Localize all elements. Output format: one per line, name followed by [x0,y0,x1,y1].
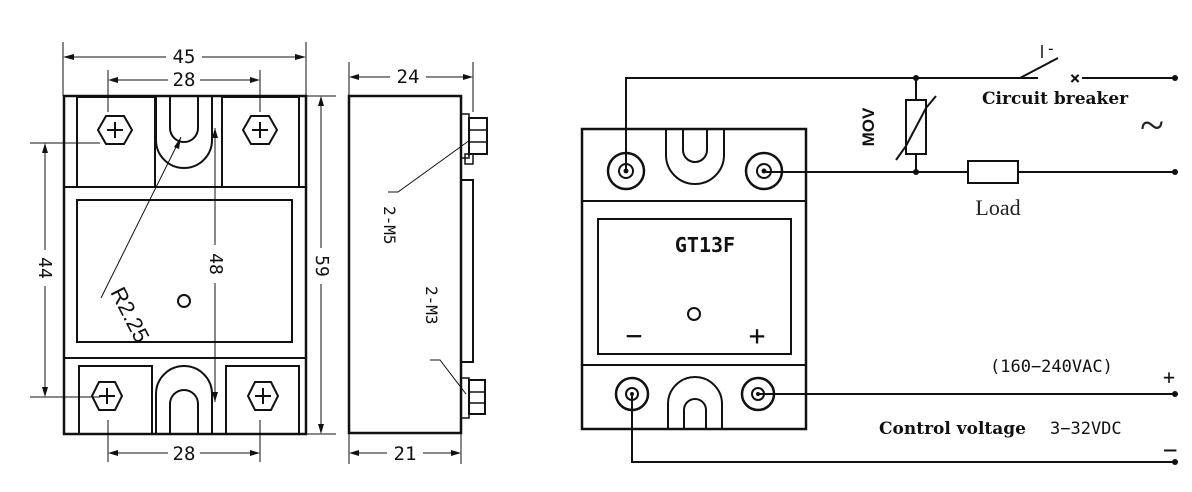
label-panel [76,199,293,343]
screw-bottom-left-icon [90,381,124,411]
terminal-block-top-left [76,96,156,188]
screw-m5-label: 2-M5 [380,206,399,245]
model-label: GT13F [675,233,735,257]
ac-symbol: ~ [1140,101,1164,150]
load-label: Load [975,195,1020,220]
side-screw-top-icon [460,113,488,165]
dim-height-44: 44 [30,142,100,398]
breaker-label: Circuit breaker [982,89,1129,109]
dim-hole-spacing-48: 48 [205,128,227,402]
screw-top-left-icon [96,115,134,145]
mounting-slot-top-icon [155,97,213,169]
wiring-relay-body [580,127,808,431]
dim-side-bottom-label: 21 [394,443,417,465]
led-indicator-icon [177,294,191,308]
control-voltage-label: Control voltage [879,419,1026,439]
load-resistor-icon [967,160,1019,184]
breaker-open-mark: × [1070,68,1081,89]
dim-width-label: 45 [173,46,196,68]
wire-control-minus [631,394,1175,463]
mounting-slot-bottom-icon [155,365,213,434]
screw-top-right-icon [241,115,279,145]
front-view: 45 28 [30,42,336,465]
side-screw-bottom-icon [460,377,486,419]
dim-total-height-59: 59 [306,95,336,435]
mov-label: MOV [859,107,878,146]
dim-width-45: 45 [62,42,307,96]
panel-minus-label: − [626,319,643,352]
input-plus-label: + [1163,365,1175,389]
side-body-outline [347,94,463,435]
callout-m3: 2-M3 [422,286,467,395]
wiring-slot-top-icon [665,129,725,185]
dim-height-label: 44 [34,257,55,279]
wiring-slot-bottom-icon [667,376,723,429]
control-minus-label: − [1163,436,1177,464]
dim-hole-spacing-label: 48 [205,253,226,275]
circuit-breaker-icon: - × [1019,39,1081,89]
dim-top-spacing-label: 28 [173,69,196,91]
side-baseplate [460,179,474,363]
relay-body-outline [62,94,308,436]
wire-line-top [625,77,1038,171]
dim-side-top: 24 [348,62,474,112]
wiring-led-icon [687,307,701,321]
mov-varistor-icon: MOV [859,75,937,175]
wiring-diagram: GT13F − + - × [580,39,1178,465]
radius-label: R2.25 [106,283,155,347]
terminal-block-bottom-right [225,365,300,435]
screw-m3-label: 2-M3 [422,286,441,325]
side-view: 24 2-M5 2-M3 [347,62,488,465]
control-range-label: 3−32VDC [1050,419,1122,439]
screw-bottom-right-icon [246,381,280,411]
input-range-label: (160−240VAC) [990,357,1113,377]
wiring-label-panel [597,218,792,355]
radius-callout: R2.25 [100,136,182,347]
breaker-tick-mark: - [1046,39,1056,58]
dim-bottom-spacing-label: 28 [173,443,196,465]
panel-plus-label: + [749,319,766,352]
callout-m5: 2-M5 [380,139,471,245]
dim-bottom-spacing: 28 [107,420,261,465]
terminal-block-bottom-left [78,365,153,435]
dim-side-top-label: 24 [397,66,420,88]
dim-top-spacing: 28 [107,69,261,112]
dim-total-height-label: 59 [311,255,332,277]
dim-side-bottom: 21 [348,433,462,465]
